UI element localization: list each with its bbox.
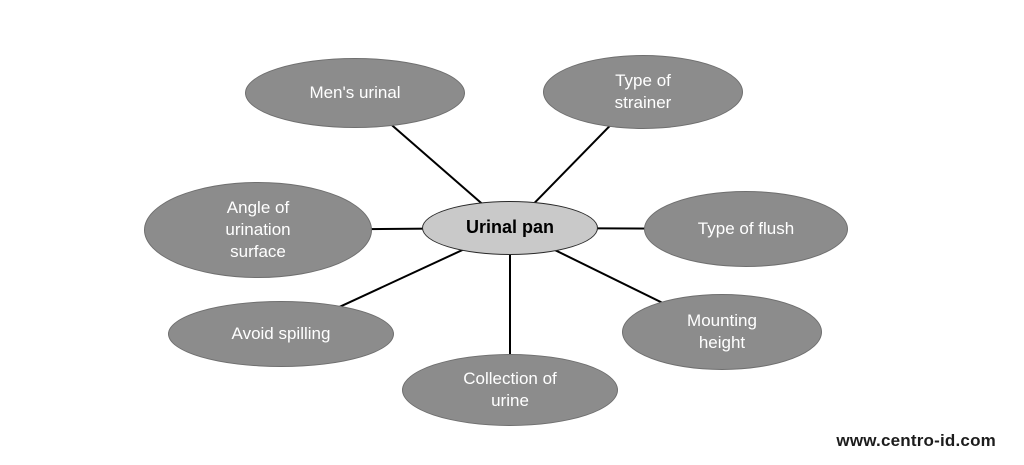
node-label-line: Men's urinal xyxy=(309,82,401,102)
node-label-line: Mounting xyxy=(687,310,757,330)
node-label-line: Avoid spilling xyxy=(231,323,331,343)
node-mens-urinal: Men's urinal xyxy=(245,58,465,128)
node-collection-of-urine: Collection of urine xyxy=(402,354,618,426)
node-label-line: Urinal pan xyxy=(465,217,554,238)
node-label-line: strainer xyxy=(614,93,672,112)
node-label-line: Collection of xyxy=(463,368,557,388)
watermark-text: www.centro-id.com xyxy=(836,431,996,450)
node-label-line: urine xyxy=(491,391,529,410)
node-label-line: Type of xyxy=(615,70,671,90)
node-urinal-pan: Urinal pan xyxy=(422,201,598,255)
node-type-of-strainer: Type of strainer xyxy=(543,55,743,129)
node-label-line: surface xyxy=(230,242,286,262)
node-label-line: Type of flush xyxy=(697,218,795,238)
node-label-line: Angle of xyxy=(226,197,290,217)
node-mounting-height: Mounting height xyxy=(622,294,822,370)
node-label-line: urination xyxy=(225,219,291,239)
node-type-of-flush: Type of flush xyxy=(644,191,848,267)
node-avoid-spilling: Avoid spilling xyxy=(168,301,394,367)
node-label-line: height xyxy=(698,333,746,352)
